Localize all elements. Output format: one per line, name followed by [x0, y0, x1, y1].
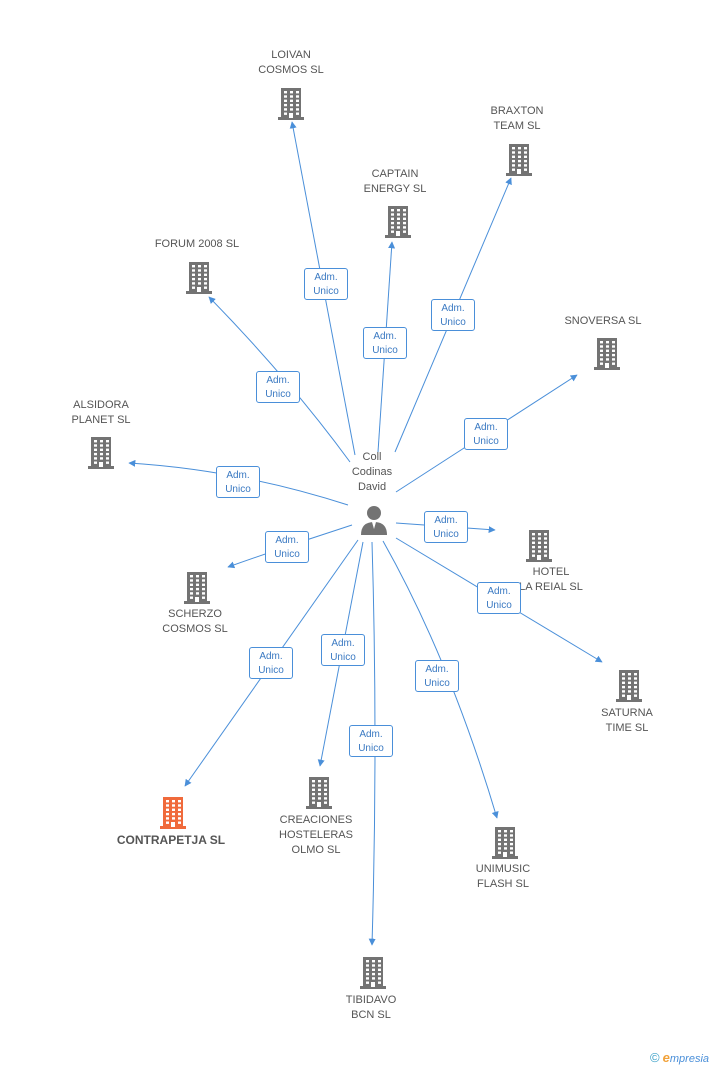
label-line: SATURNA	[601, 707, 653, 719]
brand-name: mpresia	[669, 1053, 710, 1065]
label-line: Unico	[358, 743, 384, 754]
label-line: OLMO SL	[291, 844, 341, 856]
label-line: CAPTAIN	[371, 168, 419, 180]
company-label-scherzo[interactable]: SCHERZO COSMOS SL	[130, 607, 260, 637]
building-icon[interactable]	[506, 142, 532, 176]
label-line: SNOVERSA SL	[564, 315, 642, 327]
label-line: COSMOS SL	[258, 64, 324, 76]
building-icon[interactable]	[492, 825, 518, 859]
person-icon[interactable]	[360, 505, 388, 535]
label-line: HOSTELERAS	[279, 829, 353, 841]
label-line: Unico	[330, 652, 356, 663]
role-badge[interactable]: Adm. Unico	[363, 327, 407, 359]
role-badge[interactable]: Adm. Unico	[249, 647, 293, 679]
label-line: Adm.	[425, 664, 449, 675]
label-line: Unico	[433, 529, 459, 540]
label-line: BCN SL	[351, 1009, 391, 1021]
label-line: Adm.	[474, 422, 498, 433]
building-icon[interactable]	[160, 795, 186, 829]
company-label-braxton[interactable]: BRAXTON TEAM SL	[452, 104, 582, 134]
label-line: CREACIONES	[279, 814, 353, 826]
building-icon[interactable]	[306, 775, 332, 809]
brand-logo: © empresia	[650, 1050, 709, 1065]
label-line: Unico	[265, 389, 291, 400]
label-line: ENERGY SL	[363, 183, 427, 195]
company-label-creaciones[interactable]: CREACIONES HOSTELERAS OLMO SL	[251, 813, 381, 858]
label-line: CONTRAPETJA SL	[116, 833, 226, 847]
copyright-symbol: ©	[650, 1050, 660, 1065]
label-line: UNIMUSIC	[475, 863, 531, 875]
label-line: Coll	[362, 451, 382, 463]
label-line: Adm.	[275, 535, 299, 546]
building-icon[interactable]	[186, 260, 212, 294]
label-line: Adm.	[373, 331, 397, 342]
label-line: Unico	[313, 286, 339, 297]
label-line: Unico	[473, 436, 499, 447]
label-line: Unico	[440, 317, 466, 328]
label-line: PLANET SL	[71, 414, 131, 426]
brand-initial: e	[662, 1050, 670, 1065]
building-icon[interactable]	[616, 668, 642, 702]
label-line: Unico	[372, 345, 398, 356]
label-line: LA REIAL SL	[519, 581, 583, 593]
role-badge[interactable]: Adm. Unico	[431, 299, 475, 331]
label-line: Adm.	[441, 303, 465, 314]
building-icon[interactable]	[594, 336, 620, 370]
label-line: David	[357, 481, 387, 493]
label-line: Unico	[258, 665, 284, 676]
label-line: LOIVAN	[271, 49, 311, 61]
label-line: FORUM 2008 SL	[154, 238, 240, 250]
label-line: Adm.	[487, 586, 511, 597]
label-line: FLASH SL	[477, 878, 529, 890]
label-line: Adm.	[266, 375, 290, 386]
label-line: Unico	[225, 484, 251, 495]
role-badge[interactable]: Adm. Unico	[321, 634, 365, 666]
company-label-forum[interactable]: FORUM 2008 SL	[132, 237, 262, 252]
label-line: COSMOS SL	[162, 623, 228, 635]
role-badge[interactable]: Adm. Unico	[477, 582, 521, 614]
role-badge[interactable]: Adm. Unico	[216, 466, 260, 498]
company-label-snoversa[interactable]: SNOVERSA SL	[538, 314, 668, 329]
label-line: TEAM SL	[493, 120, 541, 132]
label-line: TIBIDAVO	[345, 994, 397, 1006]
label-line: HOTEL	[532, 566, 570, 578]
building-icon[interactable]	[385, 204, 411, 238]
label-line: Codinas	[351, 466, 393, 478]
label-line: Adm.	[434, 515, 458, 526]
label-line: Unico	[424, 678, 450, 689]
role-badge[interactable]: Adm. Unico	[256, 371, 300, 403]
label-line: BRAXTON	[490, 105, 544, 117]
label-line: Adm.	[226, 470, 250, 481]
role-badge[interactable]: Adm. Unico	[304, 268, 348, 300]
company-label-tibidavo[interactable]: TIBIDAVO BCN SL	[306, 993, 436, 1023]
company-label-captain[interactable]: CAPTAIN ENERGY SL	[330, 167, 460, 197]
company-label-saturna[interactable]: SATURNA TIME SL	[562, 706, 692, 736]
company-label-hotel[interactable]: HOTEL LA REIAL SL	[486, 565, 616, 595]
building-icon[interactable]	[184, 570, 210, 604]
company-label-alsidora[interactable]: ALSIDORA PLANET SL	[36, 398, 166, 428]
role-badge[interactable]: Adm. Unico	[424, 511, 468, 543]
label-line: SCHERZO	[168, 608, 222, 620]
label-line: Unico	[486, 600, 512, 611]
label-line: Adm.	[331, 638, 355, 649]
company-label-loivan[interactable]: LOIVAN COSMOS SL	[226, 48, 356, 78]
label-line: Unico	[274, 549, 300, 560]
building-icon[interactable]	[88, 435, 114, 469]
role-badge[interactable]: Adm. Unico	[349, 725, 393, 757]
role-badge[interactable]: Adm. Unico	[464, 418, 508, 450]
label-line: Adm.	[359, 729, 383, 740]
building-icon[interactable]	[278, 86, 304, 120]
role-badge[interactable]: Adm. Unico	[265, 531, 309, 563]
company-label-contrapetja[interactable]: CONTRAPETJA SL	[106, 833, 236, 848]
label-line: TIME SL	[605, 722, 649, 734]
company-label-unimusic[interactable]: UNIMUSIC FLASH SL	[438, 862, 568, 892]
role-badge[interactable]: Adm. Unico	[415, 660, 459, 692]
building-icon[interactable]	[360, 955, 386, 989]
label-line: ALSIDORA	[73, 399, 129, 411]
building-icon[interactable]	[526, 528, 552, 562]
label-line: Adm.	[259, 651, 283, 662]
label-line: Adm.	[314, 272, 338, 283]
